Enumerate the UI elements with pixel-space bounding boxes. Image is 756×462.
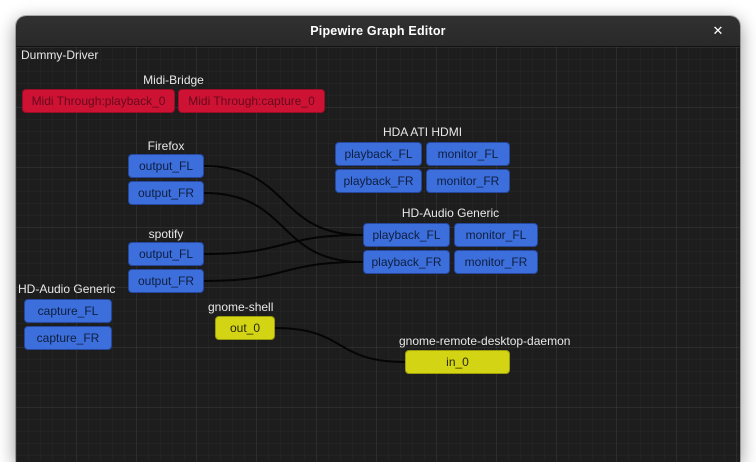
port-playback-fl[interactable]: playback_FL [335,142,422,166]
node-hd-audio-generic-in[interactable]: HD-Audio Generic capture_FL capture_FR [18,282,116,350]
node-title: Dummy-Driver [21,48,99,62]
app-window: Pipewire Graph Editor ✕ Dummy-Driver Mid… [16,16,740,462]
port-midi-through-playback-0[interactable]: Midi Through:playback_0 [22,89,175,113]
node-title: gnome-remote-desktop-daemon [399,334,571,348]
port-playback-fl[interactable]: playback_FL [363,223,450,247]
port-midi-through-capture-0[interactable]: Midi Through:capture_0 [178,89,325,113]
port-output-fr[interactable]: output_FR [128,181,204,205]
node-title: Firefox [147,139,185,153]
port-output-fr[interactable]: output_FR [128,269,204,293]
node-firefox[interactable]: Firefox output_FL output_FR [128,139,204,205]
port-in-0[interactable]: in_0 [405,350,510,374]
node-hda-ati-hdmi[interactable]: HDA ATI HDMI playback_FL monitor_FL play… [335,125,510,193]
node-spotify[interactable]: spotify output_FL output_FR [128,227,204,293]
node-title: Midi-Bridge [143,73,204,87]
node-title: HD-Audio Generic [401,206,500,220]
node-gnome-remote-desktop-daemon[interactable]: gnome-remote-desktop-daemon in_0 [399,334,574,374]
window-title: Pipewire Graph Editor [310,24,446,38]
node-dummy-driver[interactable]: Dummy-Driver [21,48,98,62]
titlebar[interactable]: Pipewire Graph Editor ✕ [16,16,740,47]
node-midi-bridge[interactable]: Midi-Bridge Midi Through:playback_0 Midi… [22,73,325,113]
port-out-0[interactable]: out_0 [215,316,275,340]
close-button[interactable]: ✕ [706,19,730,43]
port-output-fl[interactable]: output_FL [128,154,204,178]
node-hd-audio-generic-out[interactable]: HD-Audio Generic playback_FL monitor_FL … [363,206,538,274]
node-title: HDA ATI HDMI [382,125,463,139]
node-title: gnome-shell [208,300,274,314]
port-monitor-fl[interactable]: monitor_FL [426,142,510,166]
port-monitor-fl[interactable]: monitor_FL [454,223,538,247]
port-output-fl[interactable]: output_FL [128,242,204,266]
port-monitor-fr[interactable]: monitor_FR [454,250,538,274]
port-playback-fr[interactable]: playback_FR [335,169,422,193]
port-capture-fl[interactable]: capture_FL [24,299,112,323]
close-icon: ✕ [712,23,724,38]
node-title: spotify [148,227,184,241]
node-gnome-shell[interactable]: gnome-shell out_0 [208,300,288,340]
port-playback-fr[interactable]: playback_FR [363,250,450,274]
node-title: HD-Audio Generic [18,282,116,296]
graph-canvas[interactable]: Dummy-Driver Midi-Bridge Midi Through:pl… [16,47,740,462]
port-capture-fr[interactable]: capture_FR [24,326,112,350]
port-monitor-fr[interactable]: monitor_FR [426,169,510,193]
